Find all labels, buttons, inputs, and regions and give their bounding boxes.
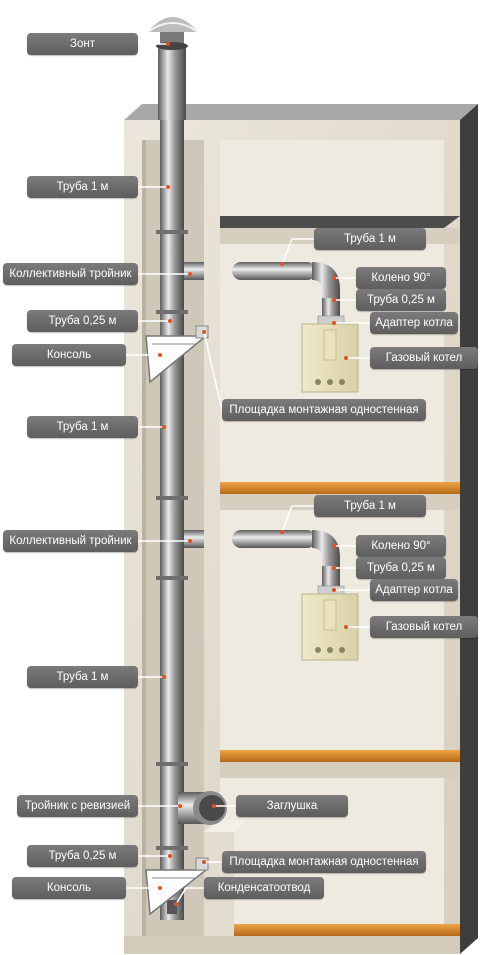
condensate-drain-part (167, 900, 177, 914)
roof-top (124, 104, 478, 120)
label-collective-tee: Коллективный тройник (3, 263, 138, 285)
label-cap: Заглушка (236, 795, 348, 817)
label-pipe-025: Труба 0,25 м (27, 845, 138, 867)
label-console: Консоль (12, 344, 126, 366)
umbrella-cap (147, 17, 199, 50)
floor-slab (220, 924, 460, 936)
label-zont: Зонт (27, 33, 138, 55)
label-boiler-adapter: Адаптер котла (370, 579, 458, 601)
label-gas-boiler: Газовый котел (370, 347, 478, 369)
label-tee-revision: Тройник с ревизией (17, 795, 138, 817)
room-attic (220, 140, 444, 216)
label-elbow-90: Колено 90° (356, 535, 446, 557)
label-pipe-1m: Труба 1 м (27, 176, 138, 198)
label-boiler-adapter: Адаптер котла (370, 312, 458, 334)
leader-dots (158, 42, 348, 906)
label-elbow-90: Колено 90° (356, 267, 446, 289)
collective-tee-stub (184, 530, 204, 548)
label-pipe-025: Труба 0,25 м (356, 289, 446, 311)
floor-slab (220, 482, 460, 494)
label-condensate-drain: Конденсатоотвод (204, 877, 324, 899)
label-pipe-1m: Труба 1 м (314, 228, 426, 250)
label-gas-boiler: Газовый котел (370, 616, 478, 638)
label-pipe-025: Труба 0,25 м (356, 557, 446, 579)
label-pipe-1m: Труба 1 м (27, 666, 138, 688)
collective-tee-stub (184, 262, 204, 280)
elbow-90 (312, 262, 340, 300)
boiler-assembly-upper (232, 262, 359, 393)
right-wall-side (460, 104, 478, 954)
label-pipe-1m: Труба 1 м (27, 416, 138, 438)
console-lower (145, 857, 209, 916)
label-collective-tee: Коллективный тройник (3, 530, 138, 552)
label-platform-single-wall: Площадка монтажная одностенная (222, 851, 426, 873)
label-pipe-025: Труба 0,25 м (27, 310, 138, 332)
vertical-pipe (156, 48, 227, 920)
leader-lines (126, 43, 370, 905)
label-pipe-1m: Труба 1 м (314, 495, 426, 517)
elbow-90 (312, 530, 340, 568)
floor-slab (220, 750, 460, 762)
label-console: Консоль (12, 877, 126, 899)
label-platform-single-wall: Площадка монтажная одностенная (222, 399, 426, 421)
